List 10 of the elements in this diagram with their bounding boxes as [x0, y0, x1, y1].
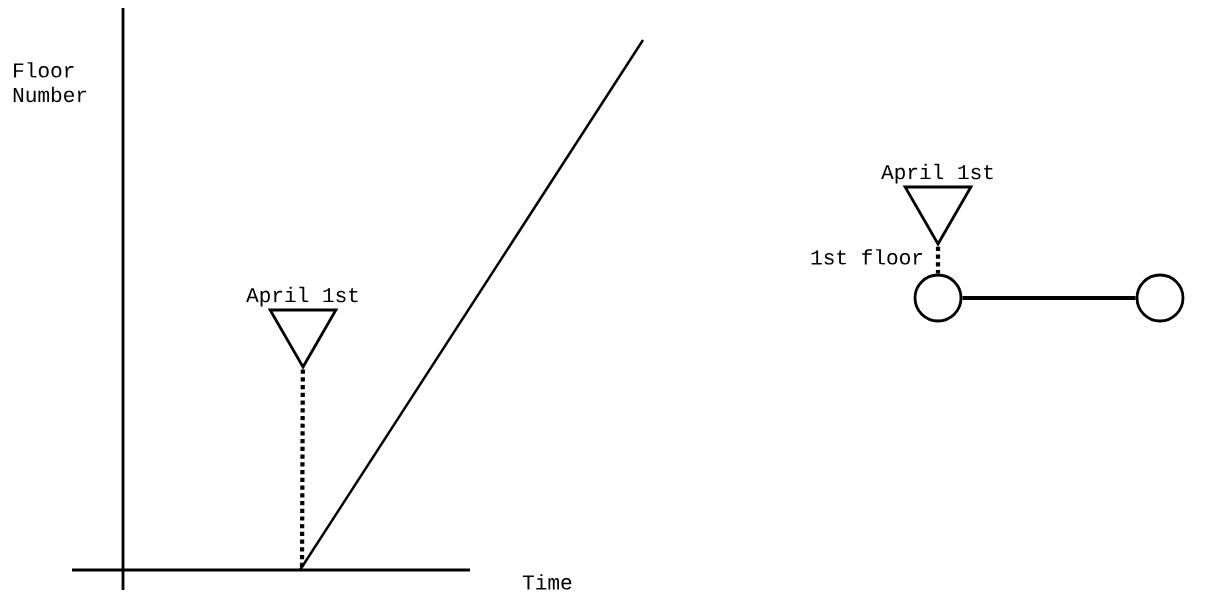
circle-node	[1135, 273, 1185, 323]
node-heading: April 1st	[246, 286, 358, 307]
text-label: 1st floor	[811, 249, 923, 265]
text-label: Floor Number	[13, 62, 87, 103]
connector-line	[935, 246, 941, 274]
text-label: Time	[522, 574, 572, 590]
connector-line	[962, 296, 1136, 300]
circle-node	[913, 273, 963, 323]
connector-line	[299, 369, 305, 568]
node-heading: April 1st	[881, 163, 993, 184]
